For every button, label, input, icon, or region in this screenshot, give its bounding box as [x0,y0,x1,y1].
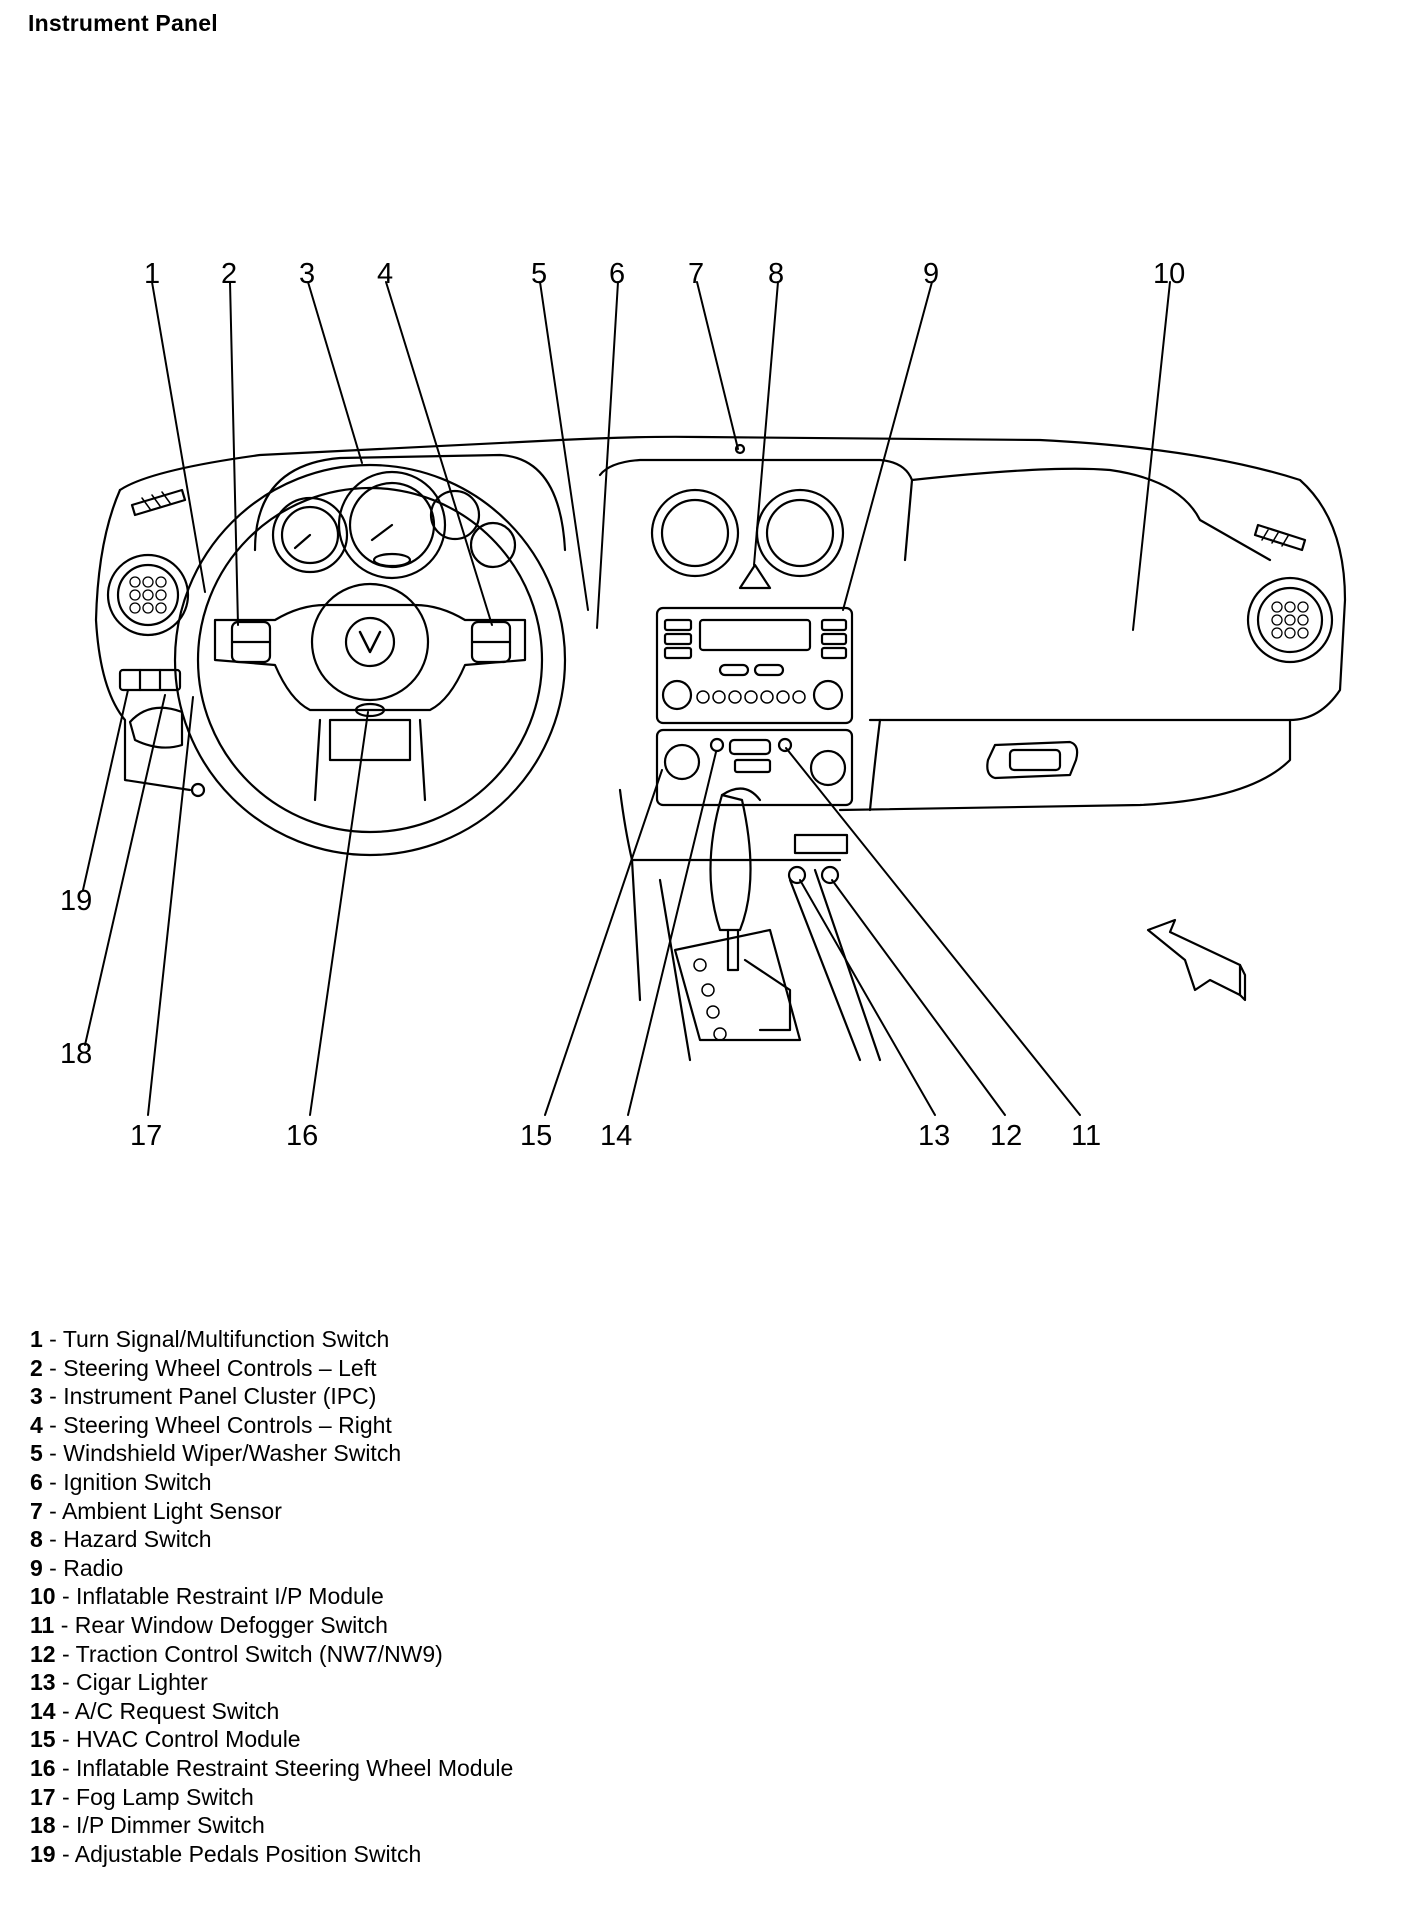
legend-item: 11 - Rear Window Defogger Switch [30,1611,388,1638]
right-vent [1246,523,1334,664]
callout-14: 14 [600,1120,632,1152]
callout-15: 15 [520,1120,552,1152]
center-vents [650,443,845,590]
instrument-panel-diagram: 1 2 3 4 5 6 7 8 9 10 11 12 13 14 15 16 1… [60,258,1347,1152]
page-title: Instrument Panel [28,10,218,36]
callout-9: 9 [923,258,939,290]
callout-17: 17 [130,1120,162,1152]
legend-item: 4 - Steering Wheel Controls – Right [30,1411,392,1438]
legend-item: 5 - Windshield Wiper/Washer Switch [30,1440,402,1467]
left-switch-bank [118,668,206,798]
legend-item: 17 - Fog Lamp Switch [30,1783,254,1810]
left-vent [106,488,190,637]
legend-item: 3 - Instrument Panel Cluster (IPC) [30,1383,377,1410]
callout-5: 5 [531,258,547,290]
steering-controls-right [470,620,512,664]
legend-item: 1 - Turn Signal/Multifunction Switch [30,1326,390,1352]
legend-item: 19 - Adjustable Pedals Position Switch [30,1840,422,1867]
legend-item: 6 - Ignition Switch [30,1468,212,1495]
hvac-control [655,728,854,807]
callout-7: 7 [688,258,704,290]
callout-6: 6 [609,258,625,290]
legend-item: 2 - Steering Wheel Controls – Left [30,1354,377,1381]
callout-12: 12 [990,1120,1022,1152]
legend-item: 9 - Radio [30,1554,124,1581]
callout-10: 10 [1153,258,1185,290]
instrument-cluster [253,453,567,580]
direction-arrow [1146,918,1247,1002]
legend-item: 15 - HVAC Control Module [30,1726,301,1753]
legend-item: 8 - Hazard Switch [30,1526,212,1553]
callout-8: 8 [768,258,784,290]
callout-11: 11 [1071,1120,1101,1152]
glove-box [986,740,1079,780]
shifter-console [630,787,882,1062]
radio [655,606,854,725]
callout-19: 19 [60,885,92,917]
callout-numbers: 1 2 3 4 5 6 7 8 9 10 11 12 13 14 15 16 1… [60,258,1185,1152]
callout-4: 4 [377,258,393,290]
legend-item: 18 - I/P Dimmer Switch [30,1812,265,1839]
callout-3: 3 [299,258,315,290]
legend-item: 14 - A/C Request Switch [30,1697,280,1724]
callout-2: 2 [221,258,237,290]
callout-18: 18 [60,1038,92,1070]
callout-1: 1 [144,258,160,290]
legend-item: 13 - Cigar Lighter [30,1669,208,1696]
steering-controls-left [230,620,272,664]
leader-lines [82,281,1171,1116]
legend-item: 16 - Inflatable Restraint Steering Wheel… [30,1754,514,1781]
legend-item: 12 - Traction Control Switch (NW7/NW9) [30,1640,443,1667]
legend-item: 7 - Ambient Light Sensor [30,1497,282,1524]
steering-wheel [173,463,567,857]
legend-item: 10 - Inflatable Restraint I/P Module [30,1583,384,1610]
legend-list: 1 - Turn Signal/Multifunction Switch 2 -… [30,1325,513,1868]
callout-13: 13 [918,1120,950,1152]
callout-16: 16 [286,1120,318,1152]
